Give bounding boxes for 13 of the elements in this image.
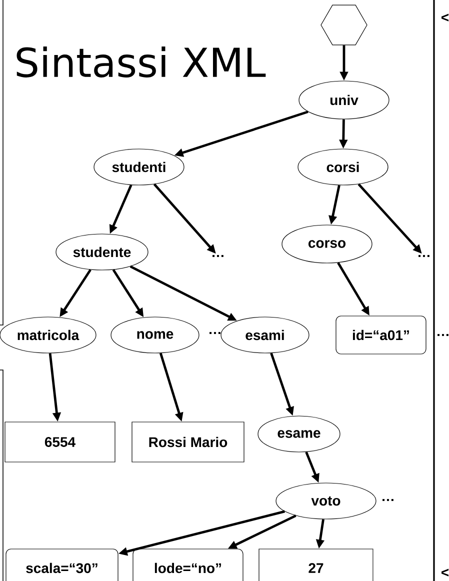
ellipsis-text: …: [418, 254, 430, 258]
label: <: [441, 14, 448, 22]
text-box: 27: [258, 548, 374, 581]
text-box: 6554: [4, 422, 116, 462]
title: Sintassi XML: [16, 46, 266, 78]
attribute-box: scala=“30”: [6, 548, 118, 581]
label: …: [210, 332, 220, 334]
label: <: [441, 568, 448, 576]
ellipsis-text: …: [212, 254, 224, 258]
attribute-box: lode=“no”: [132, 548, 244, 581]
hexagon-shape: [320, 4, 368, 46]
attribute-box: id=“a01”: [336, 316, 426, 354]
text-box: Rossi Mario: [132, 422, 244, 462]
